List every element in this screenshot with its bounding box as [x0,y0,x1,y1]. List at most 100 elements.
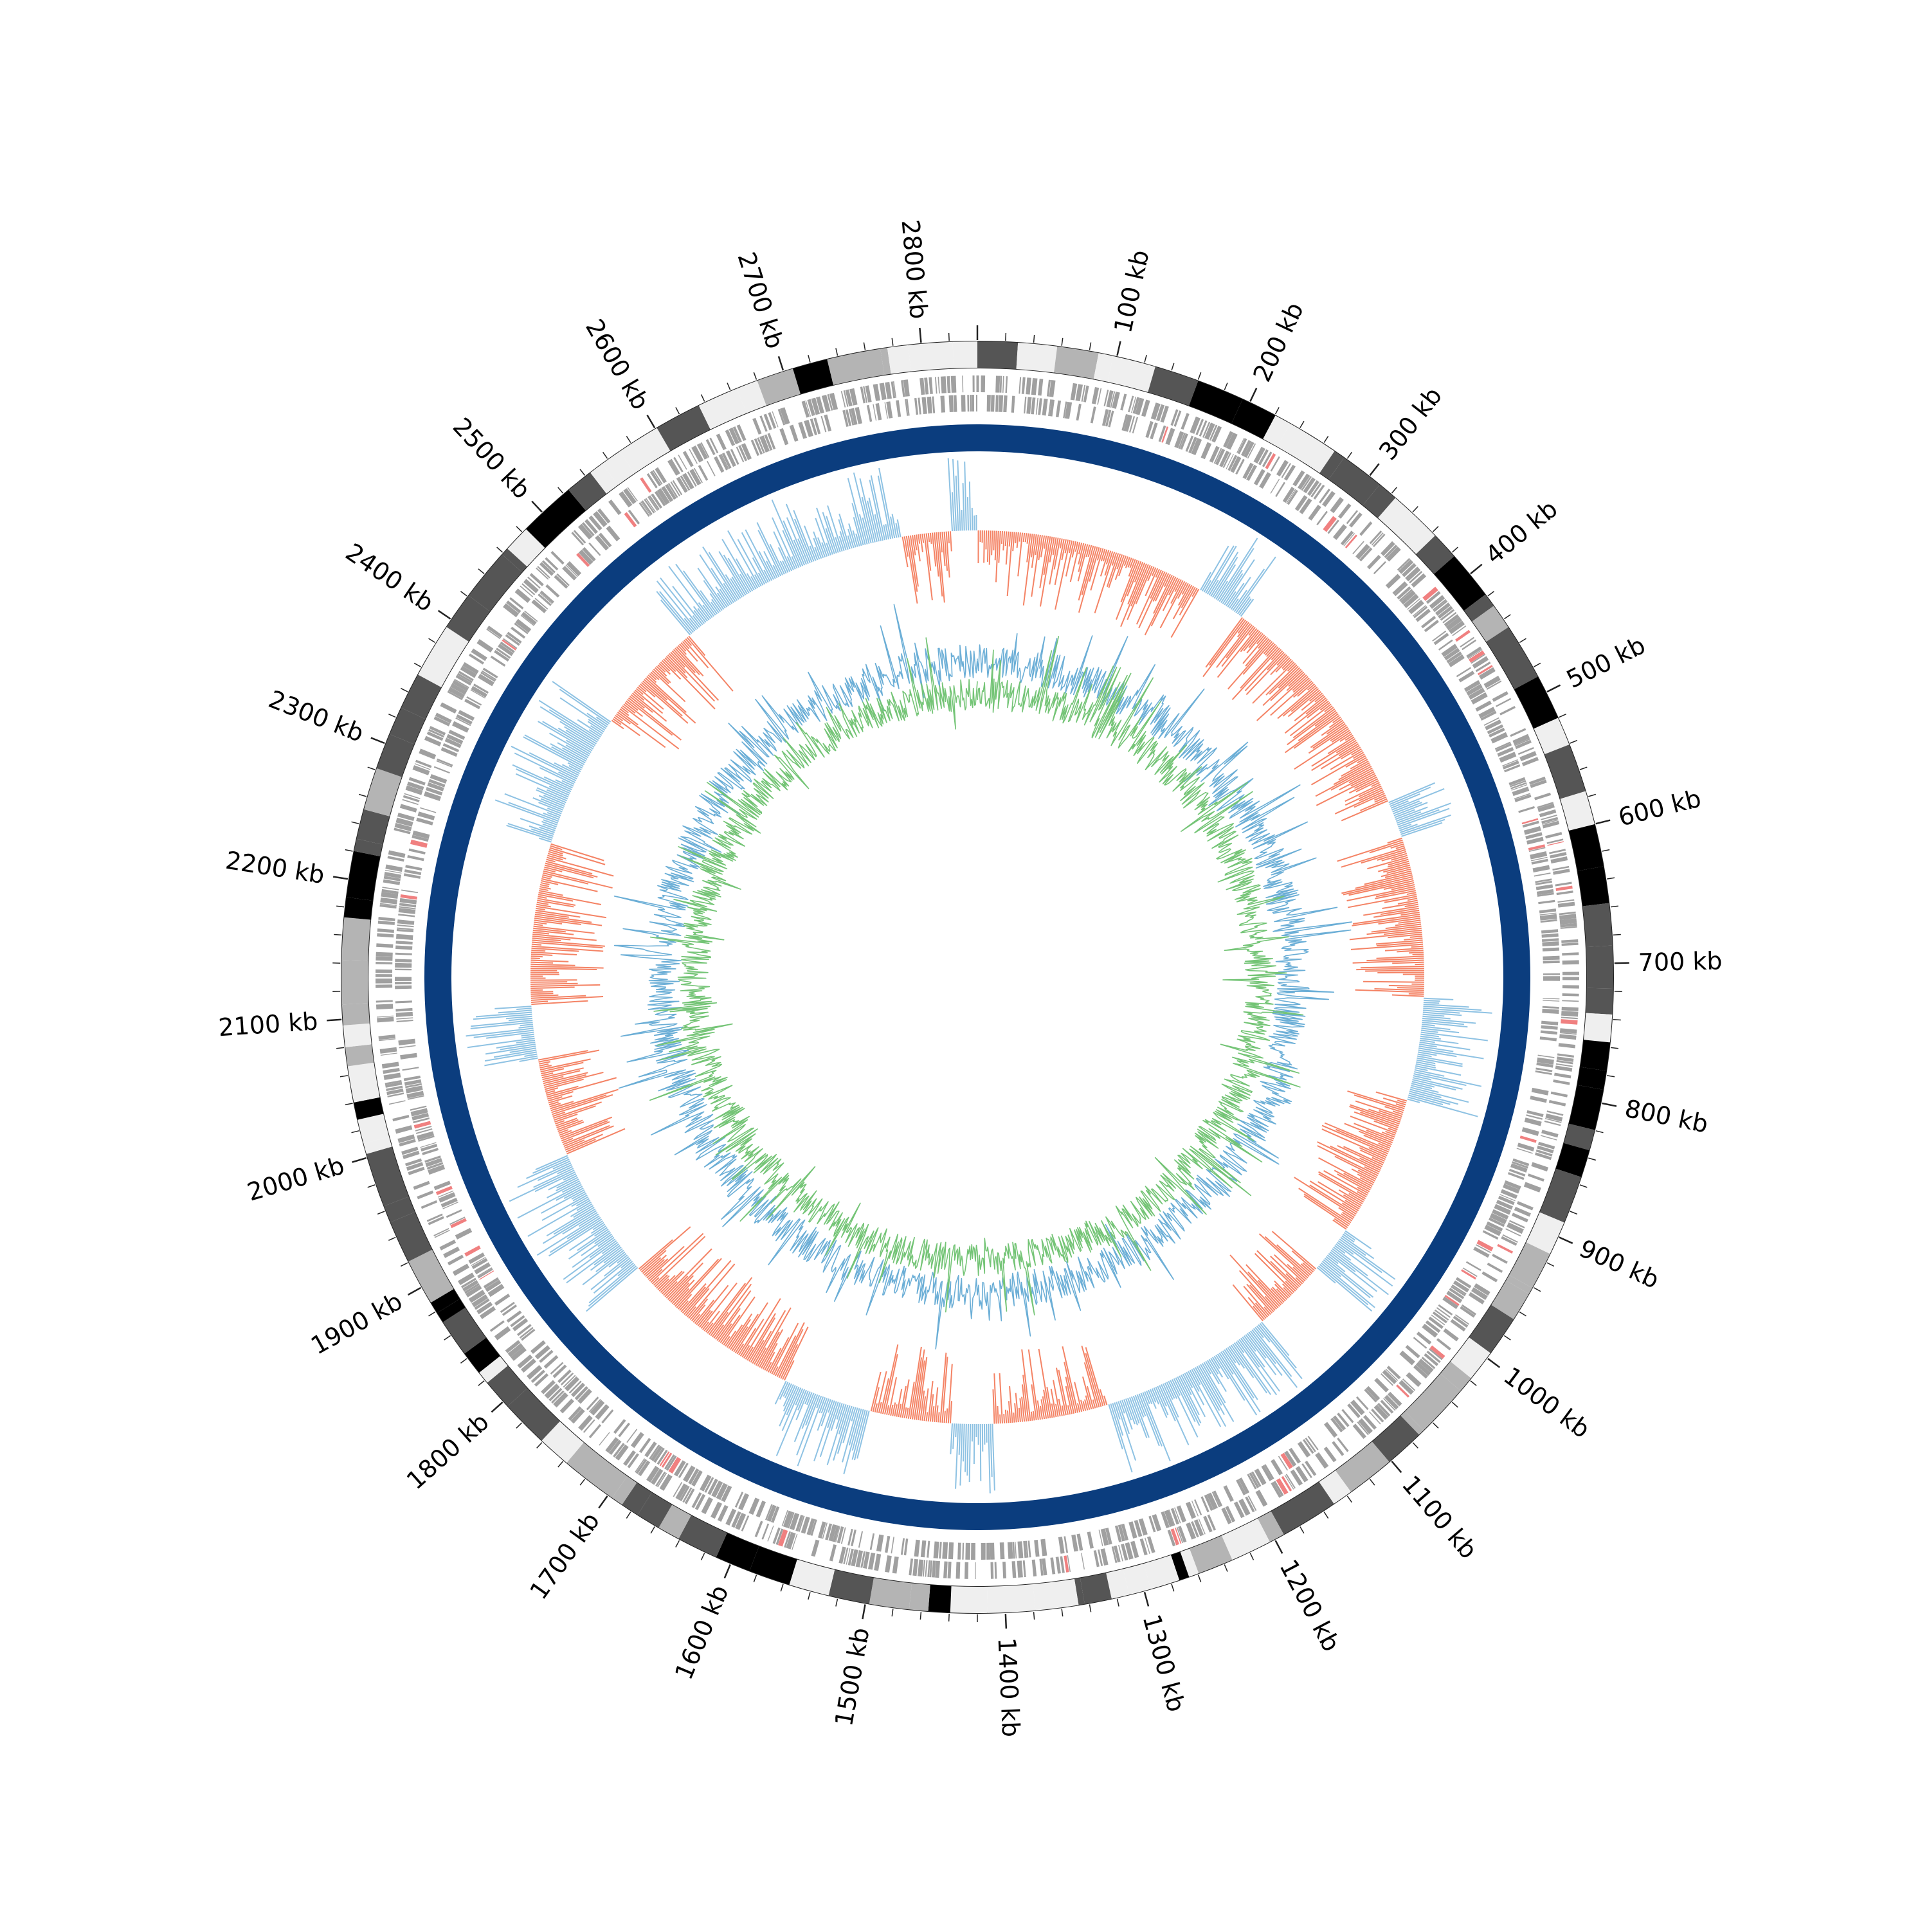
minor-tick [1534,1288,1540,1292]
gene-feature [767,1526,774,1542]
gene-feature [925,1560,927,1577]
gene-feature [1561,943,1578,946]
minor-tick [478,1381,484,1386]
minor-tick [497,547,503,552]
gene-feature [987,1543,991,1560]
skew-negative-bar [1024,534,1033,605]
gene-feature [1200,442,1211,460]
gene-feature [1561,1011,1578,1016]
skew-negative-bar [1230,1255,1278,1308]
minor-tick [558,487,563,493]
skew-positive-bar [833,1405,849,1460]
gene-feature [995,375,1000,392]
gene-feature [1036,398,1038,415]
gene-feature [962,1543,964,1560]
skew-positive-bar [992,1424,994,1491]
gene-feature [1557,890,1573,895]
gene-feature [937,377,939,393]
ideogram-band [827,349,884,385]
minor-tick [1596,1131,1604,1133]
skew-negative-bar [948,531,949,543]
major-tick [1596,820,1610,824]
major-tick [371,738,385,743]
gene-feature [990,1543,995,1560]
gene-feature [1545,832,1562,838]
minor-tick [401,1263,408,1266]
minor-tick [1519,1312,1526,1316]
skew-positive-bar [1218,1354,1257,1415]
ideogram-band [909,1584,930,1612]
minor-tick [1580,767,1587,770]
ideogram-band [790,1560,835,1596]
gene-feature [399,1045,416,1049]
skew-negative-bar [1404,938,1422,940]
gene-feature [961,395,966,411]
minor-tick [478,569,484,574]
gene-feature [991,395,995,411]
skew-positive-bar [1141,1393,1162,1447]
gene-feature [1443,1328,1458,1341]
skew-negative-bar [530,985,600,986]
tick-label: 1900 kb [306,1287,407,1360]
skew-negative-bar [997,1406,998,1423]
tick-label: 2500 kb [448,412,536,504]
skew-negative-bar [530,962,553,963]
gene-feature [981,375,985,392]
gene-feature [1551,1092,1568,1097]
skew-positive-bar [962,510,963,530]
minor-tick [345,1103,353,1105]
gene-feature [1060,1556,1064,1573]
skew-positive-bar [1390,787,1431,804]
minor-tick [1607,1076,1615,1077]
skew-negative-bar [1015,1403,1017,1422]
minor-tick [1324,436,1328,442]
gene-feature [919,378,925,395]
gene-feature [1177,1505,1186,1522]
tick-label: 2200 kb [224,846,327,889]
skew-positive-bar [1112,1403,1123,1435]
minor-tick [580,1479,584,1485]
minor-tick [368,767,375,770]
skew-positive-bar [984,1424,985,1445]
minor-tick [516,527,522,532]
gene-feature [1003,395,1007,412]
gene-feature [382,1062,399,1069]
skew-negative-bar [1409,994,1424,995]
minor-tick [808,355,810,363]
gene-feature [395,982,412,984]
skew-positive-bar [1336,1244,1393,1286]
gene-feature [1534,793,1551,800]
gene-feature [1322,491,1336,507]
skew-negative-bar [536,908,545,910]
gene-feature [401,890,418,894]
gene-feature [876,1535,884,1552]
gene-feature [901,1538,905,1555]
minor-tick [1413,1443,1418,1449]
gene-feature [1056,1557,1061,1573]
skew-positive-bar [549,710,598,741]
skew-negative-bar [618,712,666,748]
skew-positive-bar [657,591,692,634]
skew-negative-bar [1411,946,1424,947]
gene-feature [1341,530,1354,545]
gene-feature [395,959,412,962]
minor-tick [702,1553,705,1560]
ideogram-band [950,1586,988,1613]
gene-feature [1534,872,1551,876]
tick-label: 100 kb [1109,248,1155,336]
ideogram-band [1586,946,1613,989]
gene-feature [921,1540,927,1557]
gene-feature [1541,934,1558,938]
gene-feature [1562,952,1579,955]
minor-tick [892,338,893,346]
gene-feature-track [376,375,1579,1579]
skew-negative-bar [541,883,550,885]
gene-feature [409,849,426,854]
gene-feature [1520,1135,1537,1142]
gene-feature [1562,993,1579,997]
tick-label: 700 kb [1638,946,1723,977]
gene-feature [1542,938,1559,942]
gene-feature [376,1004,393,1009]
major-tick [862,1605,865,1620]
